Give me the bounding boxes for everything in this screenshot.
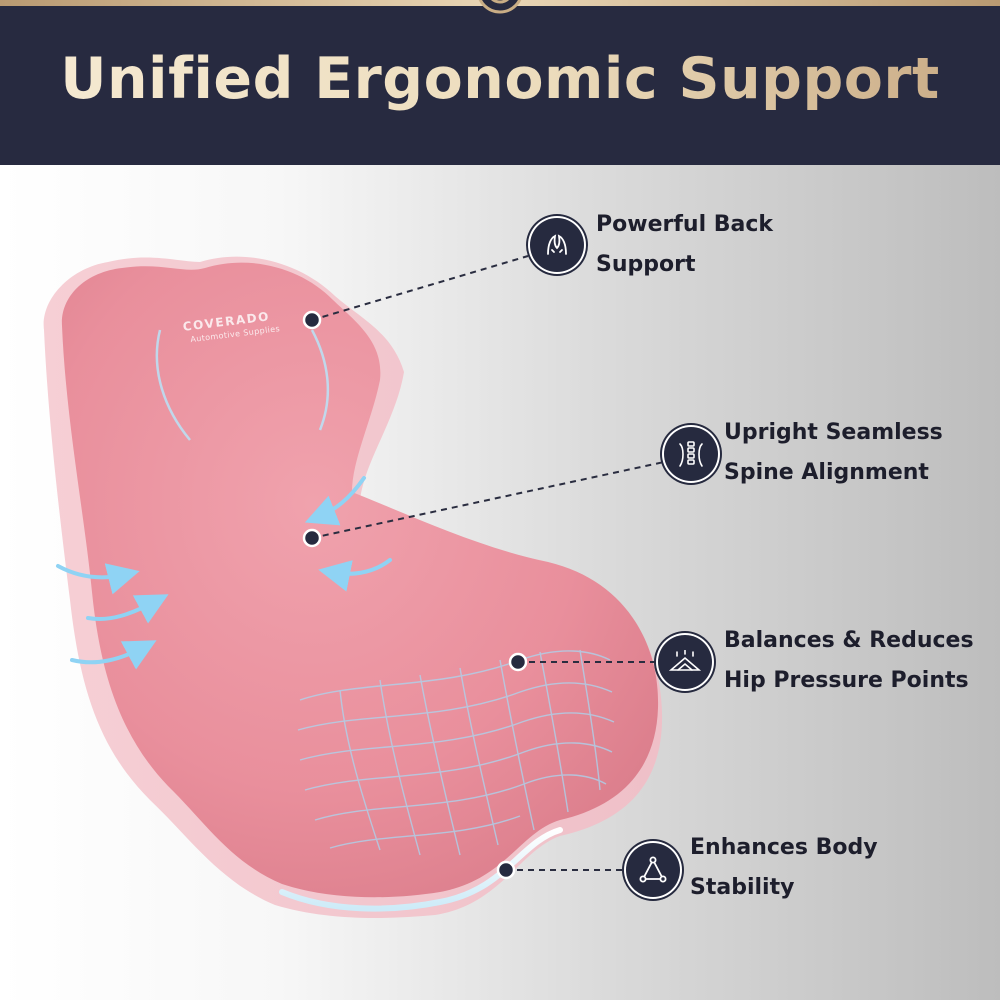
airflow-arrows	[56, 476, 392, 670]
feature-spine-alignment-line1: Upright Seamless	[724, 420, 943, 445]
header-banner: Unified Ergonomic Support	[0, 0, 1000, 165]
feature-hip-pressure: Balances & Reduces Hip Pressure Points	[724, 621, 974, 701]
feature-back-support: Powerful Back Support	[596, 205, 773, 285]
feature-body-stability-line2: Stability	[690, 875, 795, 900]
feature-hip-pressure-line1: Balances & Reduces	[724, 628, 974, 653]
spine-icon	[664, 427, 718, 481]
feature-body-stability-line1: Enhances Body	[690, 835, 878, 860]
stability-icon	[626, 843, 680, 897]
feature-hip-pressure-line2: Hip Pressure Points	[724, 668, 969, 693]
cushion-rim	[279, 827, 563, 912]
page-title: Unified Ergonomic Support	[0, 44, 1000, 114]
cushion-top	[61, 262, 659, 898]
pressure-points-icon	[658, 635, 712, 689]
callout-lines	[311, 255, 665, 871]
emblem-icon	[478, 0, 522, 14]
feature-spine-alignment: Upright Seamless Spine Alignment	[724, 413, 943, 493]
pressure-mesh	[297, 649, 615, 856]
feature-back-support-line1: Powerful Back	[596, 212, 774, 237]
back-support-icon	[530, 218, 584, 272]
callout-dots	[302, 310, 528, 880]
feature-spine-alignment-line2: Spine Alignment	[724, 460, 929, 485]
feature-body-stability: Enhances Body Stability	[690, 828, 878, 908]
feature-back-support-line2: Support	[596, 252, 696, 277]
